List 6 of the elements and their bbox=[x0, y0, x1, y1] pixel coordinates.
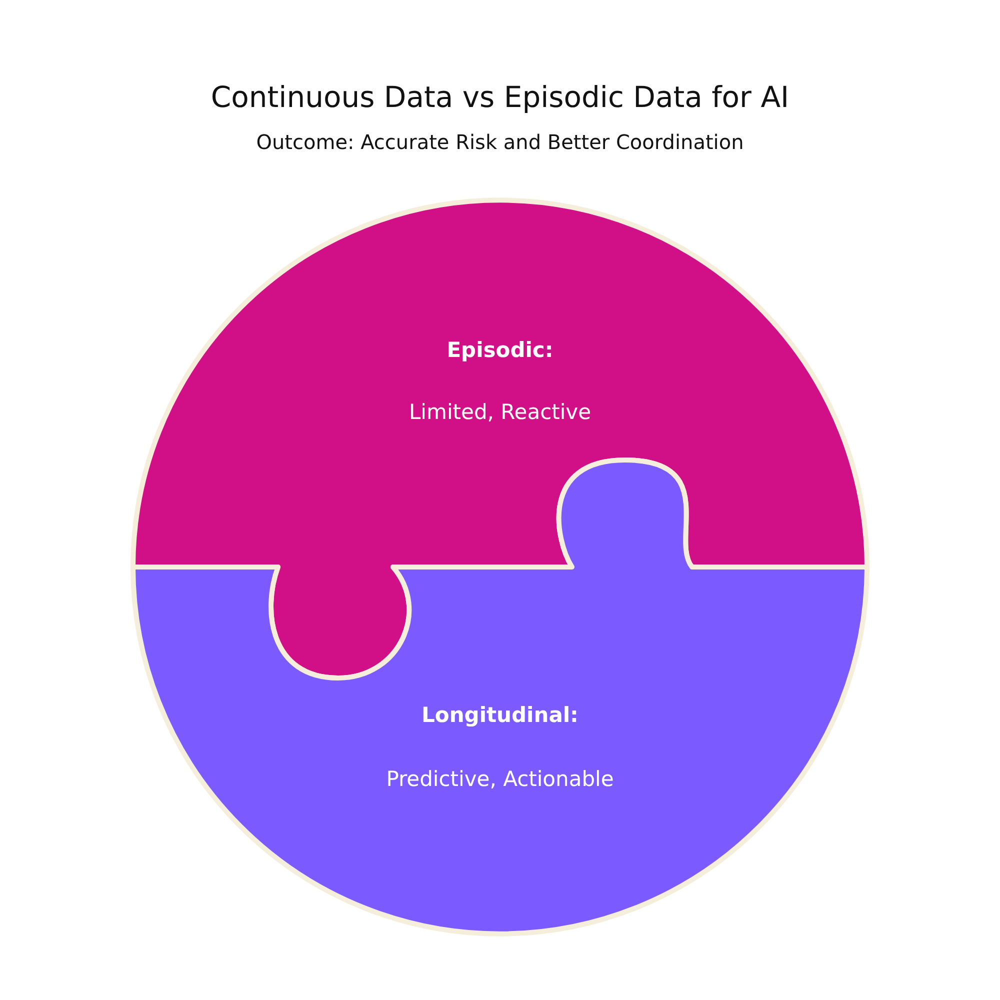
piece-text: Predictive, Actionable bbox=[386, 767, 614, 791]
piece-text: Limited, Reactive bbox=[408, 400, 592, 424]
piece-heading: Episodic: bbox=[446, 338, 554, 362]
piece-heading: Longitudinal: bbox=[422, 703, 578, 727]
subtitle: Outcome: Accurate Risk and Better Coordination bbox=[255, 130, 745, 154]
diagram-title: Continuous Data vs Episodic Data for AI bbox=[210, 80, 790, 114]
